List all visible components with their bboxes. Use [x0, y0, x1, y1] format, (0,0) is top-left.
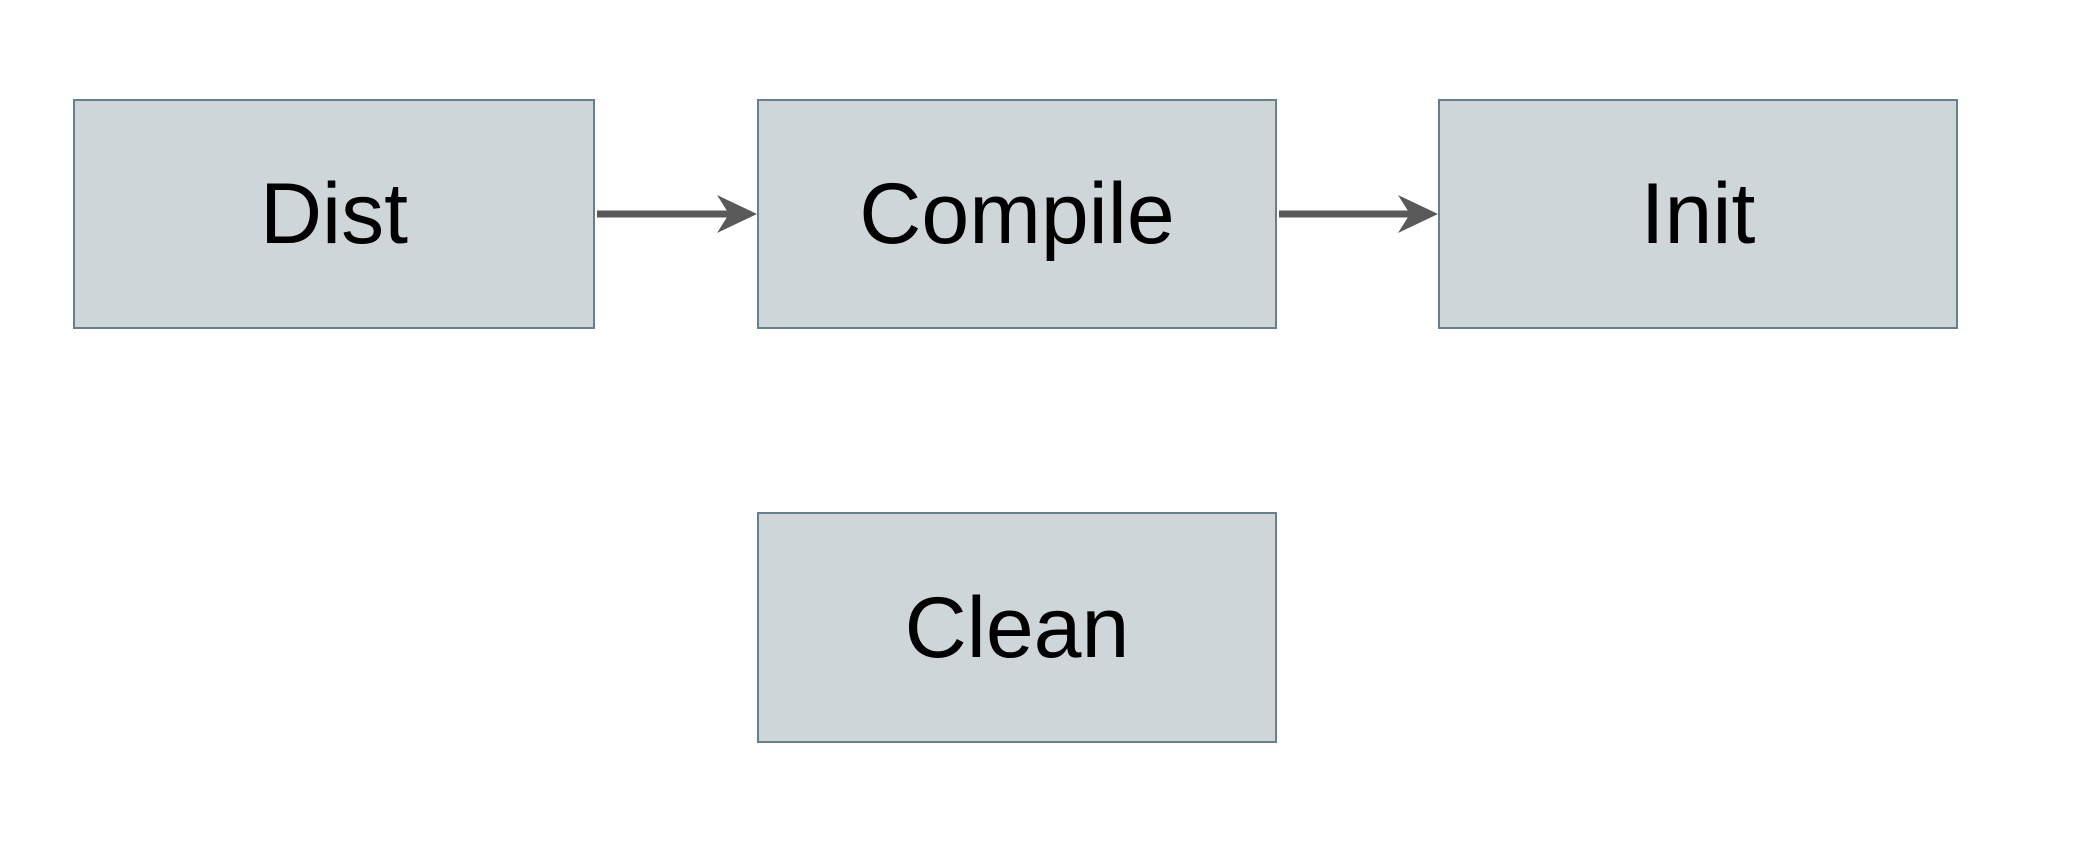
node-dist-label: Dist — [259, 166, 409, 262]
node-dist: Dist — [73, 99, 595, 329]
node-clean-label: Clean — [904, 579, 1130, 676]
node-init-label: Init — [1640, 166, 1756, 262]
node-init: Init — [1438, 99, 1958, 329]
node-compile-label: Compile — [859, 166, 1175, 262]
node-clean: Clean — [757, 512, 1277, 743]
arrow-dist-to-compile — [597, 195, 757, 233]
arrow-compile-to-init — [1279, 195, 1438, 233]
node-compile: Compile — [757, 99, 1277, 329]
